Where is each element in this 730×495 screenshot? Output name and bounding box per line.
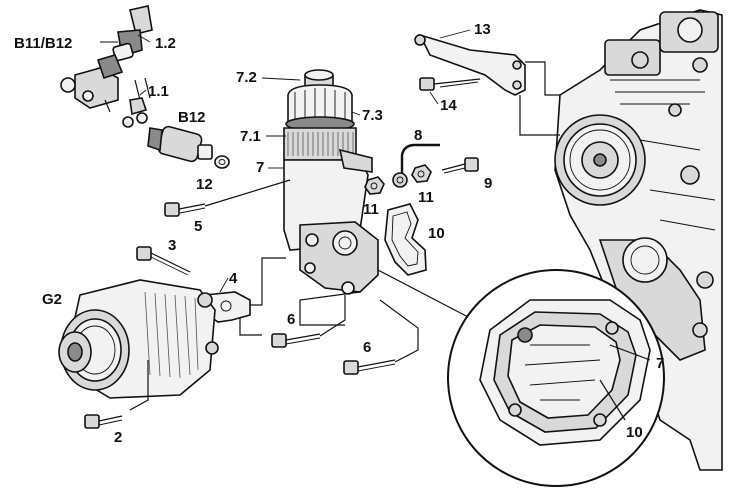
label-12: 12 <box>196 176 213 193</box>
label-11-left: 11 <box>363 201 379 218</box>
label-b11-b12: B11/B12 <box>14 35 72 52</box>
label-6-lower: 6 <box>363 339 371 356</box>
bracket-4 <box>203 257 286 336</box>
bolt-3 <box>136 246 191 276</box>
label-4: 4 <box>229 270 238 287</box>
label-7-3: 7.3 <box>362 107 383 124</box>
label-g2: G2 <box>42 291 62 308</box>
label-10: 10 <box>428 225 445 242</box>
label-3: 3 <box>168 237 176 254</box>
label-7: 7 <box>256 159 264 176</box>
leader-lines <box>100 29 471 293</box>
bracket-13 <box>414 33 560 136</box>
connector-1-2 <box>112 5 153 62</box>
label-14: 14 <box>440 97 457 114</box>
bolt-6-lower <box>343 299 419 375</box>
label-7-2: 7.2 <box>236 69 257 86</box>
label-13: 13 <box>474 21 491 38</box>
bolt-9 <box>441 157 479 174</box>
label-b12: B12 <box>178 109 206 126</box>
detail-inset <box>447 269 665 487</box>
label-1-2: 1.2 <box>155 35 176 52</box>
oil-filter-housing <box>283 69 379 295</box>
label-6-upper: 6 <box>287 311 295 328</box>
callout-labels: B11/B12 1.2 1.1 B12 7.2 7.3 7.1 7 8 12 9… <box>14 21 664 446</box>
pipe-8 <box>392 143 440 188</box>
bolt-14 <box>419 77 481 91</box>
label-8: 8 <box>414 127 422 144</box>
sensor-b12 <box>147 125 213 163</box>
bolt-5 <box>164 179 291 217</box>
gasket-10 <box>384 203 427 276</box>
label-7-1: 7.1 <box>240 128 261 145</box>
sensor-b11-b12 <box>60 54 124 113</box>
bolt-2 <box>84 360 149 429</box>
label-5: 5 <box>194 218 202 235</box>
label-2: 2 <box>114 429 122 446</box>
alternator-g2 <box>58 279 219 399</box>
crank-pulley <box>554 114 646 206</box>
nuts-11 <box>364 164 432 195</box>
label-1-1: 1.1 <box>148 83 169 100</box>
label-11-right: 11 <box>418 189 434 206</box>
connector-1-1 <box>122 77 151 128</box>
washer-12 <box>214 155 230 169</box>
label-9: 9 <box>484 175 492 192</box>
bolt-6-upper <box>271 295 346 348</box>
label-inset-7: 7 <box>656 355 664 372</box>
label-inset-10: 10 <box>626 424 643 441</box>
